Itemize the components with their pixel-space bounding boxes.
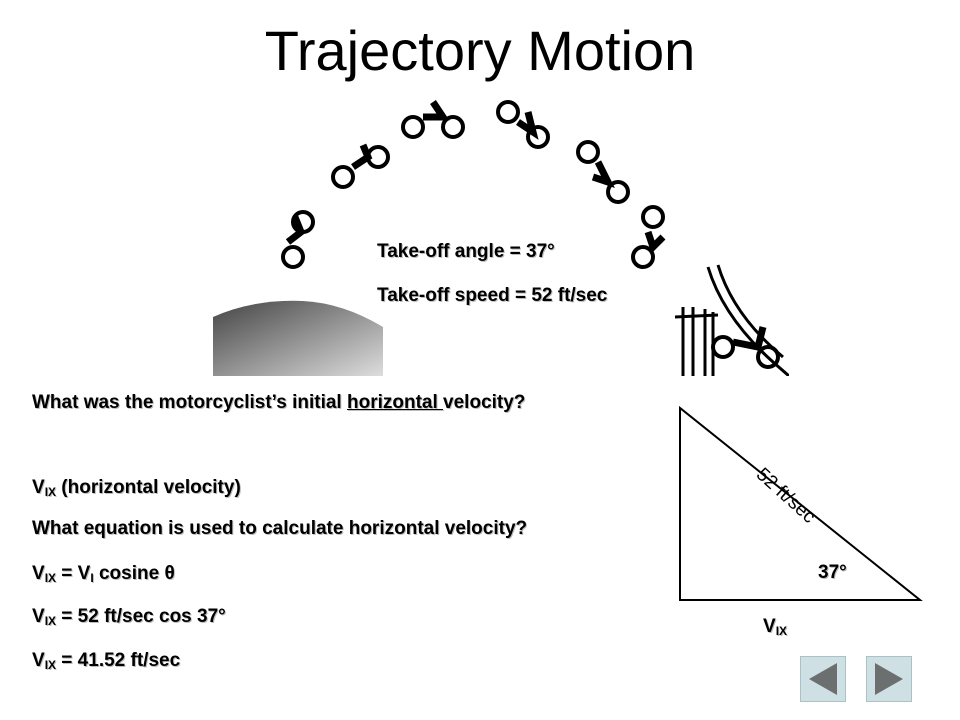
takeoff-speed-label: Take-off speed = 52 ft/sec: [377, 285, 608, 306]
question-suffix: velocity?: [443, 392, 526, 413]
previous-slide-button[interactable]: [800, 656, 846, 702]
rider-sequence: [281, 100, 780, 369]
eq2-v: V: [32, 606, 45, 627]
eq1-mid: = V: [56, 563, 91, 584]
eq2-subscript: IX: [44, 614, 57, 628]
vix-symbol: V: [32, 477, 45, 498]
velocity-triangle: [679, 405, 923, 601]
eq2-rest: = 52 ft/sec cos 37°: [56, 606, 226, 627]
takeoff-angle-label: Take-off angle = 37°: [377, 241, 555, 262]
eq3-subscript: IX: [44, 658, 57, 672]
equation-question-line: What equation is used to calculate horiz…: [32, 518, 528, 539]
vix-definition-line: VIX (horizontal velocity): [32, 477, 241, 499]
motorcycle-jump-photo: [213, 87, 789, 376]
triangle-right-icon: [875, 663, 903, 695]
equation-line-3: VIX = 41.52 ft/sec: [32, 650, 180, 672]
equation-line-2: VIX = 52 ft/sec cos 37°: [32, 606, 226, 628]
base-subscript: IX: [775, 624, 788, 638]
question-underlined-word: horizontal: [346, 392, 444, 413]
vix-description: (horizontal velocity): [56, 477, 241, 498]
slide-title: Trajectory Motion: [264, 19, 696, 82]
eq1-subscript-i: I: [90, 571, 94, 585]
next-slide-button[interactable]: [866, 656, 912, 702]
eq1-subscript: IX: [44, 571, 57, 585]
equation-line-1: VIX = VI cosine θ: [32, 563, 175, 585]
triangle-left-icon: [809, 663, 837, 695]
takeoff-ramp: [213, 300, 383, 376]
base-v: V: [763, 616, 776, 637]
question-line: What was the motorcyclist’s initial hori…: [32, 392, 525, 414]
eq1-v: V: [32, 563, 45, 584]
base-vix-label: VIX: [763, 616, 787, 638]
eq3-rest: = 41.52 ft/sec: [56, 650, 181, 671]
vix-subscript: IX: [44, 485, 57, 499]
landing-ramp: [674, 264, 789, 376]
eq1-rest: cosine θ: [93, 563, 175, 584]
question-prefix: What was the motorcyclist’s initial: [32, 392, 347, 413]
eq3-v: V: [32, 650, 45, 671]
angle-label: 37°: [818, 562, 847, 583]
